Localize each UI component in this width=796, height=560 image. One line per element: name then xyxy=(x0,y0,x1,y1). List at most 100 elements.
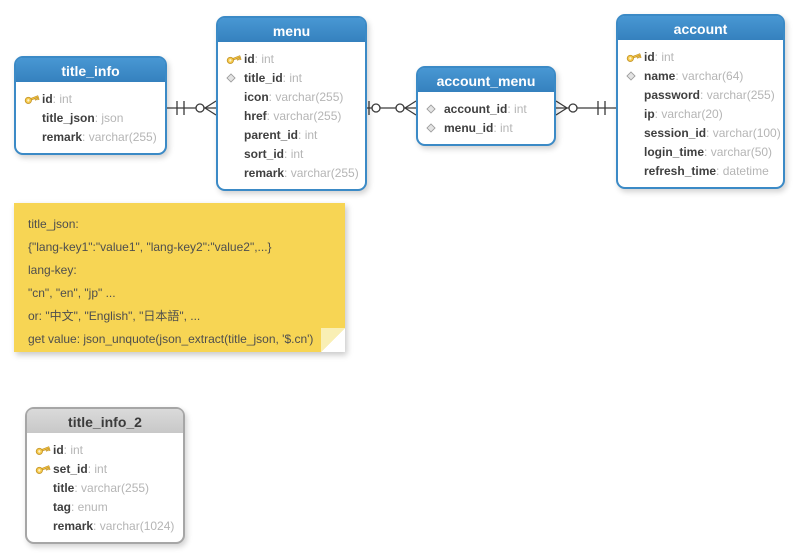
field-row[interactable]: tagenum xyxy=(35,497,179,516)
relationship-menu-account_menu[interactable] xyxy=(367,100,417,116)
field-row[interactable]: login_timevarchar(50) xyxy=(626,142,779,161)
field-type: int xyxy=(255,52,274,66)
field-type: int xyxy=(298,128,318,142)
field-name: name xyxy=(644,68,676,83)
note-line: "cn", "en", "jp" ... xyxy=(28,286,116,300)
field-type: varchar(64) xyxy=(675,69,743,83)
field-name: icon xyxy=(244,89,269,104)
field-type: varchar(1024) xyxy=(93,519,175,533)
field-type: datetime xyxy=(716,164,769,178)
field-row[interactable]: menu_idint xyxy=(426,118,550,137)
table-title_info_2[interactable]: title_info_2 idint set_idint titlevarcha… xyxy=(25,407,185,544)
table-account_menu[interactable]: account_menu account_idint menu_idint xyxy=(416,66,556,146)
field-name: title xyxy=(53,480,75,495)
field-type: int xyxy=(283,71,302,85)
field-name: id xyxy=(42,91,53,106)
field-name: set_id xyxy=(53,461,88,476)
field-row[interactable]: session_idvarchar(100) xyxy=(626,123,781,142)
note-line: title_json: xyxy=(28,217,79,231)
primary-key-icon xyxy=(35,444,53,456)
table-title[interactable]: account xyxy=(618,16,783,42)
field-row[interactable]: passwordvarchar(255) xyxy=(626,85,779,104)
field-name: refresh_time xyxy=(644,163,717,178)
field-row[interactable]: idint xyxy=(626,47,779,66)
field-type: varchar(255) xyxy=(267,109,341,123)
field-row[interactable]: refresh_timedatetime xyxy=(626,161,779,180)
field-type: varchar(255) xyxy=(284,166,359,180)
field-row[interactable]: idint xyxy=(24,89,161,108)
field-name: href xyxy=(244,108,267,123)
field-name: id xyxy=(53,442,64,457)
table-field-list: idint title_jsonjson remarkvarchar(255) xyxy=(16,84,165,153)
field-row[interactable]: titlevarchar(255) xyxy=(35,478,179,497)
field-row[interactable]: remarkvarchar(1024) xyxy=(35,516,179,535)
primary-key-icon xyxy=(35,463,53,475)
note-line: lang-key: xyxy=(28,263,77,277)
field-name: remark xyxy=(244,165,285,180)
field-type: int xyxy=(493,121,513,135)
field-name: title_id xyxy=(244,70,283,85)
note-line: {"lang-key1":"value1", "lang-key2":"valu… xyxy=(28,240,272,254)
field-row[interactable]: iconvarchar(255) xyxy=(226,87,361,106)
field-type: enum xyxy=(71,500,108,514)
field-row[interactable]: idint xyxy=(226,49,361,68)
field-name: title_json xyxy=(42,110,95,125)
field-row[interactable]: ipvarchar(20) xyxy=(626,104,779,123)
field-type: int xyxy=(88,462,107,476)
field-name: parent_id xyxy=(244,127,299,142)
table-title_info[interactable]: title_info idint title_jsonjson remarkva… xyxy=(14,56,167,155)
field-type: json xyxy=(95,111,123,125)
note-line: or: "中文", "English", "日本語", ... xyxy=(28,309,201,323)
field-type: varchar(50) xyxy=(704,145,772,159)
field-row[interactable]: title_idint xyxy=(226,68,361,87)
primary-key-icon xyxy=(226,53,244,65)
field-name: ip xyxy=(644,106,655,121)
field-name: remark xyxy=(42,129,83,144)
field-type: varchar(255) xyxy=(700,88,775,102)
field-type: int xyxy=(655,50,674,64)
note-line: get value: json_unquote(json_extract(tit… xyxy=(28,332,314,346)
foreign-key-diamond-icon xyxy=(426,123,444,133)
field-row[interactable]: remarkvarchar(255) xyxy=(226,163,361,182)
field-row[interactable]: sort_idint xyxy=(226,144,361,163)
field-row[interactable]: namevarchar(64) xyxy=(626,66,779,85)
table-title[interactable]: account_menu xyxy=(418,68,554,94)
foreign-key-diamond-icon xyxy=(426,104,444,114)
field-row[interactable]: hrefvarchar(255) xyxy=(226,106,361,125)
field-name: account_id xyxy=(444,101,508,116)
field-type: int xyxy=(507,102,527,116)
field-type: varchar(255) xyxy=(82,130,157,144)
field-name: login_time xyxy=(644,144,705,159)
field-row[interactable]: set_idint xyxy=(35,459,179,478)
field-type: varchar(100) xyxy=(706,126,781,140)
table-title[interactable]: menu xyxy=(218,18,365,44)
field-name: menu_id xyxy=(444,120,494,135)
sticky-note[interactable]: title_json: {"lang-key1":"value1", "lang… xyxy=(14,203,345,352)
field-name: remark xyxy=(53,518,94,533)
primary-key-icon xyxy=(24,93,42,105)
field-name: id xyxy=(244,51,255,66)
field-type: varchar(255) xyxy=(74,481,149,495)
foreign-key-diamond-icon xyxy=(626,71,644,81)
field-type: int xyxy=(53,92,72,106)
table-account[interactable]: account idint namevarchar(64) passwordva… xyxy=(616,14,785,189)
field-row[interactable]: account_idint xyxy=(426,99,550,118)
table-title[interactable]: title_info xyxy=(16,58,165,84)
field-name: sort_id xyxy=(244,146,285,161)
field-type: int xyxy=(284,147,304,161)
field-name: session_id xyxy=(644,125,707,140)
field-row[interactable]: parent_idint xyxy=(226,125,361,144)
relationship-account_menu-account[interactable] xyxy=(555,100,616,116)
table-menu[interactable]: menu idint title_idint iconvarchar(255) … xyxy=(216,16,367,191)
table-field-list: idint namevarchar(64) passwordvarchar(25… xyxy=(618,42,783,187)
field-row[interactable]: idint xyxy=(35,440,179,459)
table-title[interactable]: title_info_2 xyxy=(27,409,183,435)
field-row[interactable]: remarkvarchar(255) xyxy=(24,127,161,146)
primary-key-icon xyxy=(626,51,644,63)
field-row[interactable]: title_jsonjson xyxy=(24,108,161,127)
field-name: password xyxy=(644,87,701,102)
field-name: tag xyxy=(53,499,71,514)
relationship-title_info-menu[interactable] xyxy=(167,100,217,116)
foreign-key-diamond-icon xyxy=(226,73,244,83)
